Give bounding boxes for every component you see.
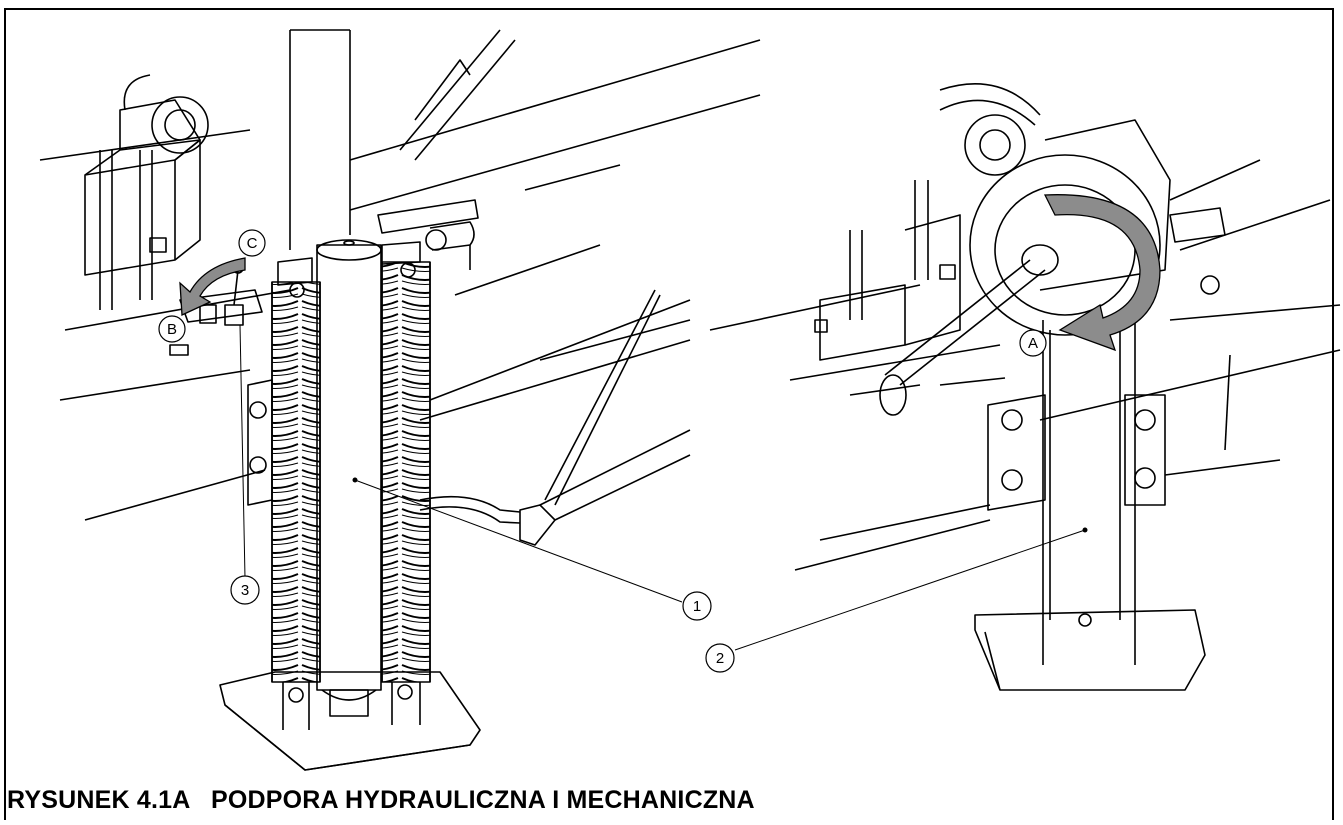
svg-text:B: B bbox=[167, 321, 177, 338]
svg-text:1: 1 bbox=[693, 598, 701, 615]
callout-direction-c: C bbox=[238, 229, 266, 257]
figure-caption: RYSUNEK 4.1A PODPORA HYDRAULICZNA I MECH… bbox=[7, 786, 755, 815]
callout-direction-a: A bbox=[1019, 329, 1047, 357]
callout-direction-b: B bbox=[158, 315, 186, 343]
mechanical-jack-drawing bbox=[709, 83, 1341, 691]
leader-dot-1 bbox=[352, 477, 358, 483]
rotation-arrow-crank bbox=[1043, 194, 1161, 352]
svg-text:2: 2 bbox=[716, 650, 724, 667]
technical-illustration: 1 2 3 A B C bbox=[39, 29, 1341, 771]
callout-part-2: 2 bbox=[705, 643, 735, 673]
leader-dot-2 bbox=[1082, 527, 1088, 533]
hydraulic-jack-drawing bbox=[39, 29, 761, 771]
svg-text:C: C bbox=[247, 235, 258, 252]
callout-part-1: 1 bbox=[682, 591, 712, 621]
figure-number: RYSUNEK 4.1A bbox=[7, 786, 190, 814]
figure-title: PODPORA HYDRAULICZNA I MECHANICZNA bbox=[210, 786, 755, 814]
rotation-arrow-c-to-b bbox=[179, 257, 246, 316]
leader-lines bbox=[239, 324, 1086, 651]
callout-part-3: 3 bbox=[230, 575, 260, 605]
svg-text:A: A bbox=[1028, 335, 1038, 352]
svg-text:3: 3 bbox=[241, 582, 249, 599]
figure-frame bbox=[4, 8, 1334, 820]
